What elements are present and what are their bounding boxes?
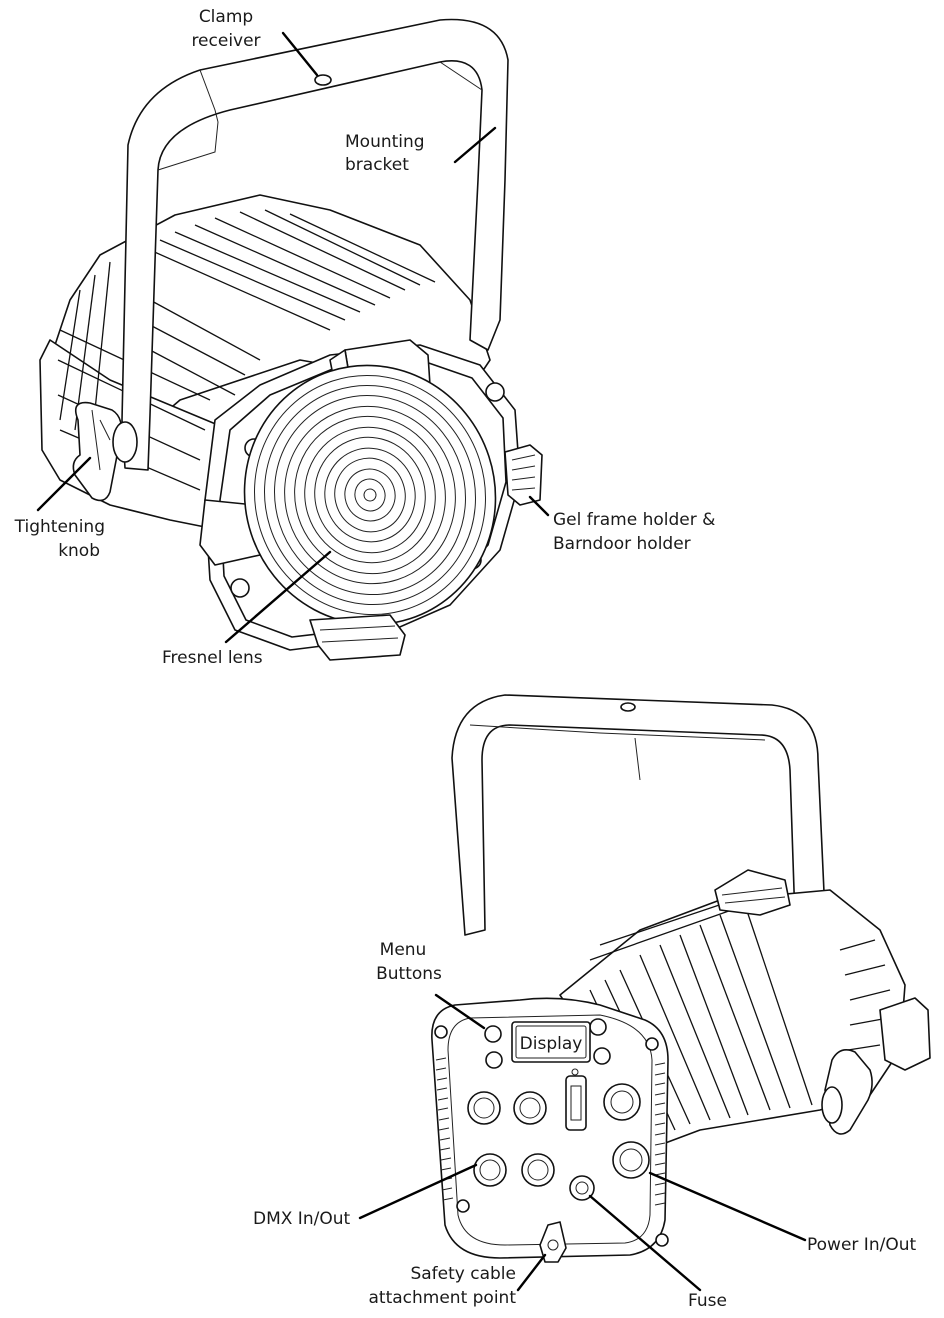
rear-vent-left <box>435 1057 454 1201</box>
fresnel-lens <box>243 364 497 626</box>
label-tightening-knob-line2: knob <box>58 541 100 561</box>
label-dmx-in-out: DMX In/Out <box>253 1209 350 1229</box>
label-gel-frame-holder-line1: Gel frame holder & <box>553 510 715 530</box>
label-display: Display <box>520 1034 583 1054</box>
power-connectors <box>603 1083 650 1179</box>
label-clamp-receiver-line1: Clamp <box>199 7 253 27</box>
display: Display <box>511 1021 591 1063</box>
label-fuse: Fuse <box>688 1291 727 1311</box>
tightening-knob <box>72 401 138 502</box>
label-fresnel-lens: Fresnel lens <box>162 648 263 668</box>
bottom-tab <box>309 614 406 661</box>
label-gel-frame-holder-line2: Barndoor holder <box>553 534 691 554</box>
label-clamp-receiver-line2: receiver <box>191 31 260 51</box>
fuse <box>569 1175 595 1201</box>
label-safety-cable-line1: Safety cable <box>410 1264 516 1284</box>
label-menu-buttons-line2: Buttons <box>376 964 442 984</box>
label-mounting-bracket-line2: bracket <box>345 155 409 175</box>
label-power-in-out: Power In/Out <box>807 1235 916 1255</box>
front-view <box>39 18 543 661</box>
front-cooling-fins <box>57 209 436 491</box>
rear-tightening-knob <box>821 1049 873 1135</box>
label-safety-cable-line2: attachment point <box>368 1288 516 1308</box>
usb-port <box>565 1068 587 1131</box>
label-mounting-bracket-line1: Mounting <box>345 132 425 152</box>
safety-cable-point <box>539 1221 567 1263</box>
rear-panel: Display <box>431 997 669 1263</box>
label-menu-buttons-line1: Menu <box>380 940 427 960</box>
label-tightening-knob-line1: Tightening <box>14 517 105 537</box>
gel-frame-holder <box>504 444 543 506</box>
rear-labels: Menu Buttons DMX In/Out Power In/Out Saf… <box>253 940 916 1311</box>
mounting-bracket <box>121 18 509 471</box>
rear-view: Display <box>431 694 931 1263</box>
rear-vent-right <box>654 1062 666 1206</box>
front-labels: Clamp receiver Mounting bracket Tighteni… <box>14 7 716 668</box>
dmx-connectors <box>467 1091 555 1187</box>
